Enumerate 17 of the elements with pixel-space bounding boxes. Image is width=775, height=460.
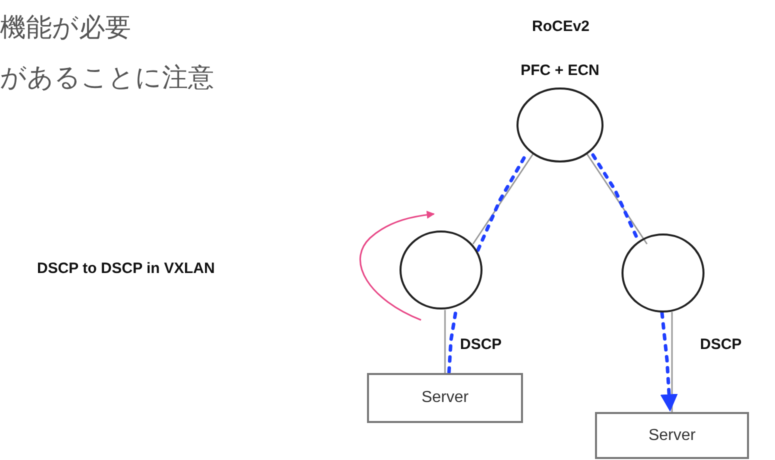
switch-node (399, 230, 483, 310)
note-text: 機能が必要 (0, 12, 131, 45)
server-box: Server (595, 412, 749, 459)
annotation-text: DSCP to DSCP in VXLAN (37, 260, 215, 277)
title-text: RoCEv2 (532, 18, 590, 35)
link-line (586, 154, 648, 244)
link-line (472, 154, 534, 244)
switch-node (516, 87, 604, 163)
link-label: DSCP (460, 336, 502, 353)
link-line (444, 310, 446, 373)
link-label: DSCP (700, 336, 742, 353)
note-text: があることに注意 (0, 62, 214, 95)
server-box: Server (367, 373, 523, 423)
link-line (671, 312, 673, 412)
switch-node (621, 233, 705, 313)
flow-arrow (660, 311, 678, 412)
node-caption: PFC + ECN (520, 62, 600, 79)
